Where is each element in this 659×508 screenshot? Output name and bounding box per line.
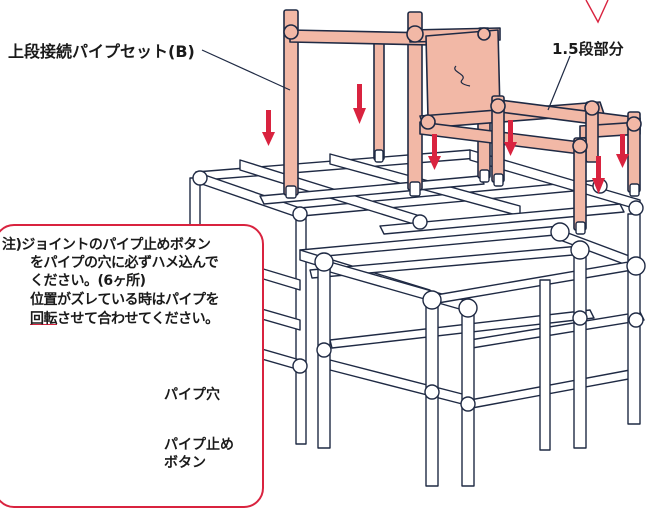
upper-pipe-set-label: 上段接続パイプセット(B): [8, 42, 195, 61]
leader-line-section: [547, 55, 571, 111]
section-label: 1.5段部分: [552, 40, 624, 58]
note-line-1: 注)ジョイントのパイプ止めボタン: [2, 237, 211, 253]
down-arrow: [428, 134, 441, 170]
down-arrow: [353, 84, 366, 124]
pipe-tips: [285, 149, 640, 235]
down-arrow: [504, 120, 517, 156]
down-arrow: [592, 156, 605, 194]
note-line-2: をパイプの穴に必ずハメ込んで: [30, 255, 219, 271]
stop-button-label-1: パイプ止め: [164, 437, 234, 453]
note-line-5-rest: させて合わせてください。: [57, 311, 219, 327]
stop-button-label-2: ボタン: [164, 455, 206, 471]
note-line-3: ください。(6ヶ所): [30, 273, 146, 289]
down-arrow: [262, 110, 275, 146]
down-arrows: [262, 84, 629, 194]
caution-note-box: [0, 224, 264, 508]
note-line-5: 回転させて合わせてください。: [30, 308, 219, 328]
down-arrow: [616, 134, 629, 168]
note-rotate-word: 回転: [30, 311, 58, 327]
leader-v-mark: [585, 0, 609, 24]
leader-line-upper-pipe: [201, 49, 291, 91]
pipe-hole-label: パイプ穴: [164, 387, 220, 403]
note-line-4: 位置がズレている時はパイプを: [30, 292, 220, 308]
